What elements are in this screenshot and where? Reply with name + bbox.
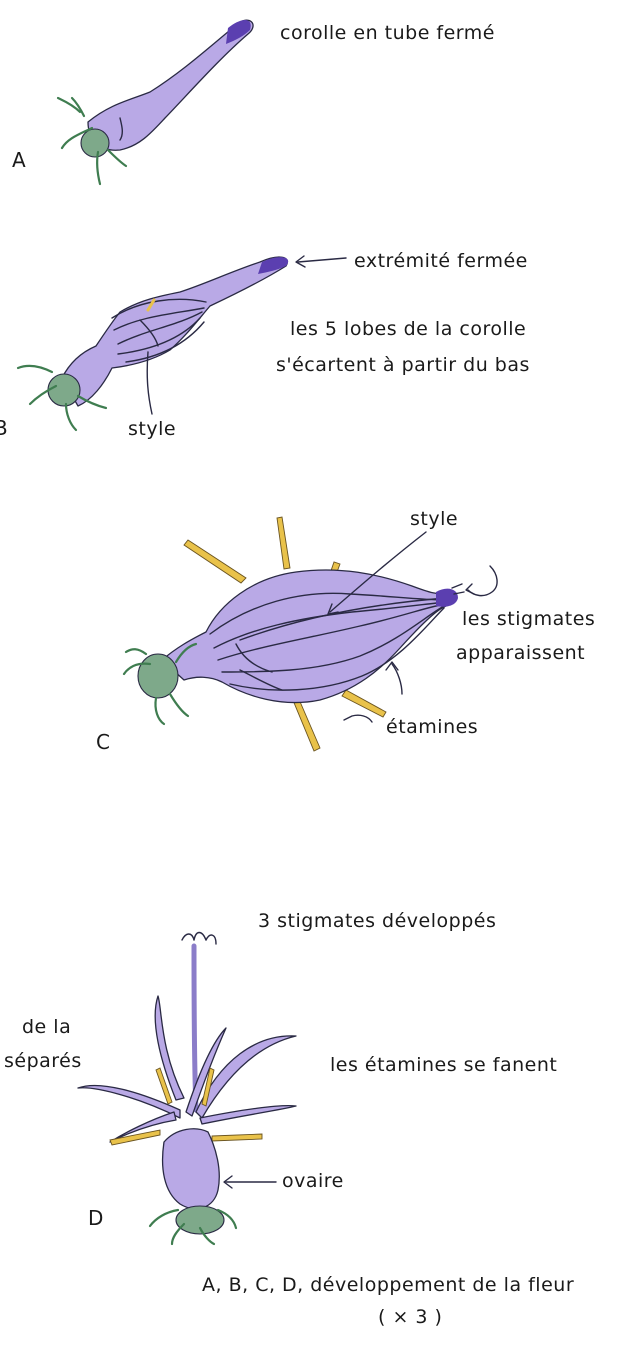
stage-b-lobes-line2: s'écartent à partir du bas — [276, 354, 530, 376]
stage-c-stigmas-line2: apparaissent — [456, 642, 585, 664]
stage-c-stigmas-line1: les stigmates — [462, 608, 595, 630]
stage-d-flower — [78, 933, 296, 1245]
stage-d-ovary-label: ovaire — [282, 1170, 344, 1192]
figure-caption-line2: ( × 3 ) — [378, 1306, 442, 1328]
stage-b-letter: B — [0, 416, 8, 440]
stage-a-letter: A — [12, 148, 26, 172]
stage-b-tip-label: extrémité fermée — [354, 250, 528, 272]
stage-a-caption: corolle en tube fermé — [280, 22, 495, 44]
stage-c-style-label: style — [410, 508, 458, 530]
stage-d-letter: D — [88, 1206, 104, 1230]
stage-b-style-label: style — [128, 418, 176, 440]
stage-d-stamens-fade: les étamines se fanent — [330, 1054, 557, 1076]
stage-d-left-line2: séparés — [4, 1050, 82, 1072]
stage-d-left-line1: de la — [22, 1016, 71, 1038]
stage-b-lobes-line1: les 5 lobes de la corolle — [290, 318, 526, 340]
figure-caption-line1: A, B, C, D, développement de la fleur — [202, 1274, 574, 1296]
stage-a-flower — [58, 20, 253, 184]
stage-c-letter: C — [96, 730, 110, 754]
stage-d-stigmas-label: 3 stigmates développés — [258, 910, 496, 932]
stage-b-flower — [18, 256, 346, 430]
stage-c-stamens-label: étamines — [386, 716, 478, 738]
